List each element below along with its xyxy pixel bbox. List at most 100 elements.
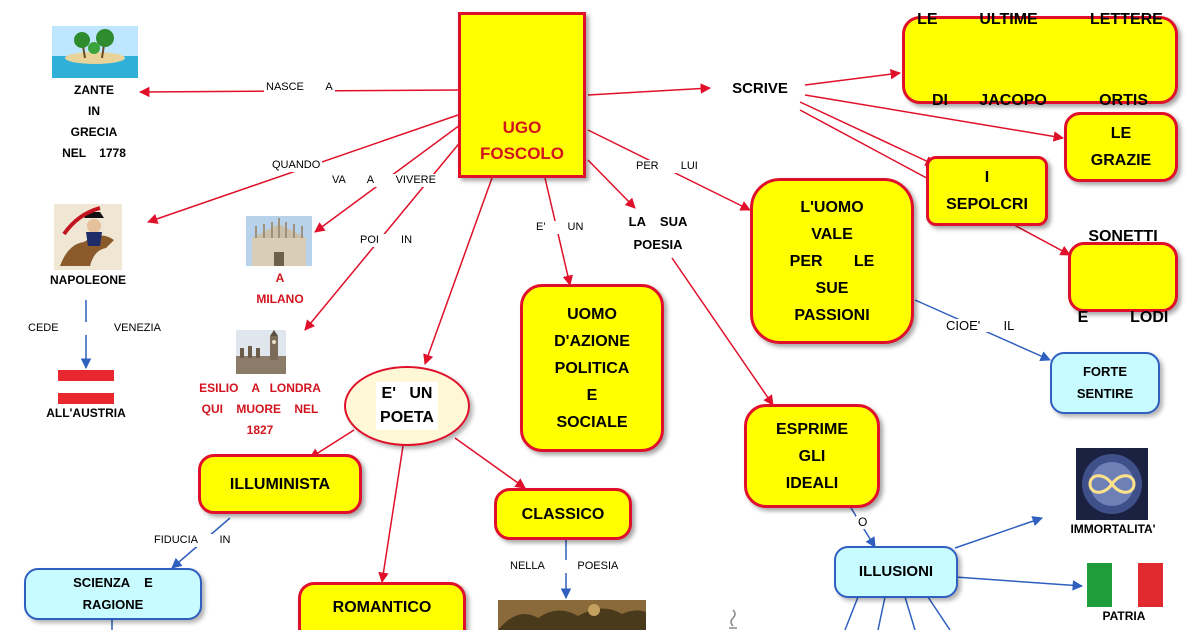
- scienza-line-1: SCIENZA E: [73, 575, 153, 590]
- poet-line-1: E' UN: [376, 382, 438, 406]
- forte-sentire-line-1: FORTE: [1082, 364, 1128, 379]
- edge-to-grazie: [804, 94, 1065, 142]
- label-per-lui: PER LUI: [634, 160, 700, 173]
- ortis-node: LE ULTIME LETTERE DI JACOPO ORTIS: [902, 11, 1178, 109]
- birth-line-2: IN: [88, 104, 100, 118]
- napoleon-label: NAPOLEONE: [49, 273, 126, 287]
- birth-text: ZANTE IN GRECIA NEL 1778: [46, 80, 142, 164]
- la-sua-poesia-node: LA SUA POESIA: [610, 210, 706, 256]
- edge-to-scrive: [587, 83, 712, 96]
- uomo-azione-node: UOMO D'AZIONE POLITICA E SOCIALE: [520, 284, 664, 452]
- classico-label: CLASSICO: [521, 505, 605, 523]
- sonetti-node: SONETTI E LODI: [1068, 228, 1178, 326]
- sepolcri-line-1: I: [984, 169, 990, 186]
- napoleon-image: [54, 204, 122, 270]
- illusioni-node: ILLUSIONI: [834, 546, 958, 598]
- sepolcri-node: I SEPOLCRI: [926, 156, 1048, 226]
- austria-flag-icon: [58, 370, 114, 404]
- edge-to-ortis: [804, 68, 902, 86]
- milan-text: A MILANO: [240, 268, 320, 310]
- esprime-node: ESPRIME GLI IDEALI: [744, 404, 880, 508]
- immortalita-label: IMMORTALITA': [1070, 522, 1156, 536]
- label-cioe-il: CIOE' IL: [944, 318, 1017, 333]
- exile-line-2: QUI MUORE NEL: [201, 402, 319, 416]
- birth-line-3: GRECIA: [70, 125, 118, 139]
- label-nasce-a: NASCE A: [264, 81, 335, 94]
- label-quando: QUANDO: [270, 159, 323, 172]
- edge-to-illuminista: [309, 429, 355, 459]
- la-sua-poesia-line-1: LA SUA: [628, 214, 688, 229]
- center-node-ugo-foscolo: UGO FOSCOLO: [458, 12, 586, 178]
- scrive-node: SCRIVE: [732, 80, 788, 97]
- label-e-un: E' UN: [534, 221, 586, 234]
- edge-to-romantico: [378, 445, 404, 584]
- label-o: O: [856, 515, 870, 529]
- ortis-line-1: LE ULTIME LETTERE: [917, 11, 1163, 28]
- edge-illusioni-down-4: [927, 596, 951, 630]
- birth-line-4: NEL 1778: [62, 146, 126, 160]
- grazie-line-2: GRAZIE: [1090, 152, 1152, 169]
- esprime-line-3: IDEALI: [785, 474, 839, 492]
- label-poi-in: POI IN: [358, 234, 415, 247]
- milan-line-1: A: [275, 271, 285, 285]
- sonetti-line-2: E LODI: [1077, 309, 1169, 326]
- painting-image: [498, 600, 646, 630]
- ortis-line-2: DI JACOPO ORTIS: [931, 92, 1148, 109]
- edge-to-classico: [454, 437, 526, 489]
- uomo-vale-line-3: PER LE: [789, 252, 875, 270]
- label-cede-venezia: CEDE VENEZIA: [26, 322, 163, 335]
- uomo-vale-line-1: L'UOMO: [800, 198, 864, 216]
- uomo-azione-line-3: POLITICA: [554, 359, 630, 377]
- uomo-vale-line-2: VALE: [811, 225, 853, 243]
- edge-illusioni-down-2: [877, 596, 886, 630]
- uomo-azione-line-1: UOMO: [567, 305, 617, 323]
- forte-sentire-node: FORTE SENTIRE: [1050, 352, 1160, 414]
- poet-line-2: POETA: [376, 406, 438, 430]
- label-fiducia-in: FIDUCIA IN: [152, 534, 233, 547]
- la-sua-poesia-line-2: POESIA: [633, 237, 683, 252]
- milan-line-2: MILANO: [256, 292, 304, 306]
- italy-flag-icon: [1087, 563, 1163, 607]
- austria-label: ALL'AUSTRIA: [46, 406, 126, 420]
- esprime-line-2: GLI: [798, 447, 826, 465]
- island-image: [52, 26, 138, 78]
- uomo-azione-line-5: SOCIALE: [556, 413, 628, 431]
- romantico-node: ROMANTICO: [298, 582, 466, 630]
- edge-illusioni-down-3: [904, 596, 916, 630]
- edge-to-patria: [954, 576, 1084, 591]
- uomo-vale-line-5: PASSIONI: [794, 306, 870, 324]
- small-figure-icon: [726, 608, 740, 630]
- scienza-line-2: RAGIONE: [82, 597, 144, 612]
- milan-cathedral-image: [246, 216, 312, 266]
- uomo-azione-line-2: D'AZIONE: [554, 332, 630, 350]
- birth-line-1: ZANTE: [74, 83, 114, 97]
- edge-to-esprime: [671, 257, 774, 406]
- illuminista-node: ILLUMINISTA: [198, 454, 362, 514]
- infinity-image: [1076, 448, 1148, 520]
- center-line-2: FOSCOLO: [479, 144, 565, 163]
- edge-to-immortalita: [954, 516, 1043, 549]
- uomo-vale-line-4: SUE: [815, 279, 849, 297]
- label-nella-poesia: NELLA POESIA: [508, 560, 621, 573]
- grazie-line-1: LE: [1110, 125, 1132, 142]
- illusioni-label: ILLUSIONI: [858, 563, 934, 580]
- poet-node: E' UN POETA: [344, 366, 470, 446]
- edge-to-sepolcri: [799, 101, 936, 166]
- center-line-1: UGO: [502, 118, 542, 137]
- edge-to-poet: [423, 177, 493, 365]
- scienza-node: SCIENZA E RAGIONE: [24, 568, 202, 620]
- exile-line-3: 1827: [246, 423, 274, 437]
- sonetti-line-1: SONETTI: [1088, 228, 1158, 245]
- edge-to-la-sua-poesia: [587, 159, 636, 209]
- illuminista-label: ILLUMINISTA: [229, 475, 331, 493]
- edge-illusioni-down-1: [844, 596, 859, 630]
- sepolcri-line-2: SEPOLCRI: [946, 196, 1028, 213]
- uomo-vale-node: L'UOMO VALE PER LE SUE PASSIONI: [750, 178, 914, 344]
- grazie-node: LE GRAZIE: [1064, 112, 1178, 182]
- exile-text: ESILIO A LONDRA QUI MUORE NEL 1827: [184, 378, 336, 441]
- forte-sentire-line-2: SENTIRE: [1076, 386, 1134, 401]
- patria-label: PATRIA: [1102, 609, 1146, 623]
- london-image: [236, 330, 286, 374]
- esprime-line-1: ESPRIME: [775, 420, 848, 438]
- classico-node: CLASSICO: [494, 488, 632, 540]
